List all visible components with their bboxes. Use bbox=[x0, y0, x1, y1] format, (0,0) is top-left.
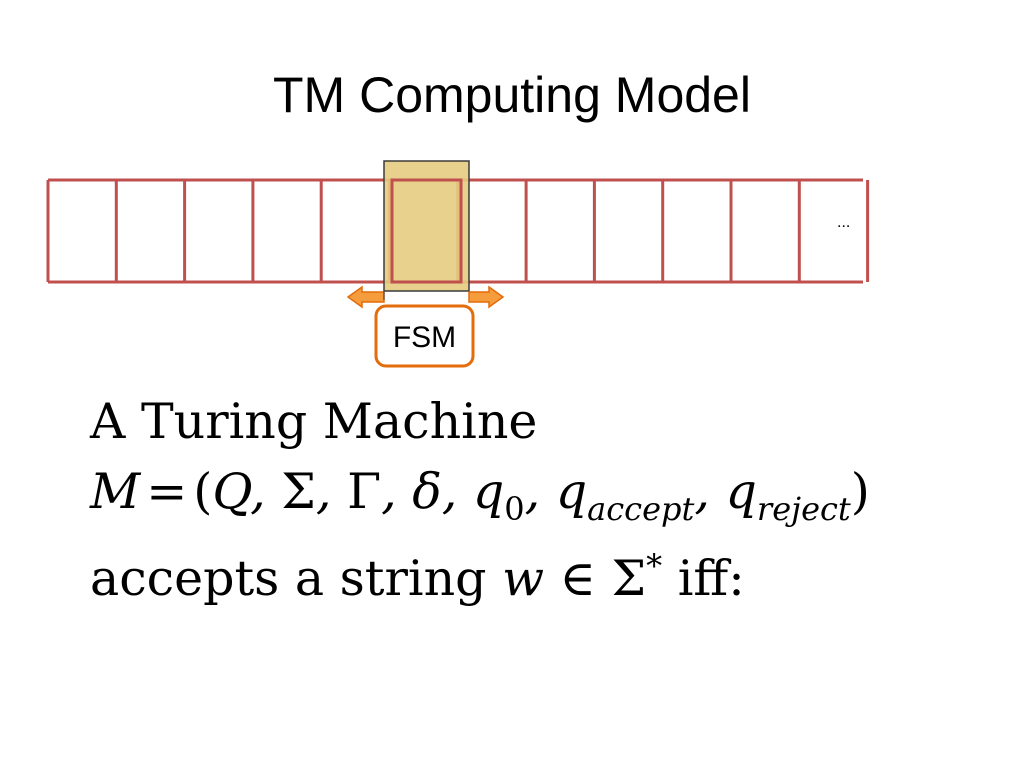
formula-delta: δ bbox=[412, 463, 442, 520]
formula-Gamma: Γ bbox=[347, 463, 382, 520]
formula-M: M bbox=[90, 463, 141, 520]
turing-machine-heading: A Turing Machine bbox=[90, 393, 538, 450]
formula-comma: , bbox=[381, 463, 397, 520]
formula-comma: , bbox=[524, 463, 541, 520]
element-of-symbol: ∈ bbox=[559, 550, 596, 607]
formula-Q: Q bbox=[212, 463, 251, 520]
head-cell bbox=[390, 178, 463, 284]
formula-q-accept: qaccept bbox=[555, 463, 695, 528]
formula-open: ( bbox=[193, 463, 213, 520]
var-w: w bbox=[502, 550, 545, 607]
tape-ellipsis: ··· bbox=[837, 219, 850, 235]
tm-definition-formula: M=(Q, Σ, Γ, δ, q0, qaccept, qreject) bbox=[90, 462, 870, 539]
formula-q0: q0 bbox=[472, 463, 525, 528]
formula-comma: , bbox=[250, 463, 266, 520]
slide-title: TM Computing Model bbox=[273, 67, 751, 123]
accepts-text: accepts a string bbox=[90, 550, 487, 607]
formula-comma: , bbox=[694, 463, 710, 520]
acceptance-condition: accepts a string w ∈ Σ* iff: bbox=[90, 536, 745, 609]
fsm-label: FSM bbox=[393, 321, 456, 354]
formula-Sigma: Σ bbox=[281, 463, 316, 520]
formula-comma: , bbox=[441, 463, 458, 520]
formula-eq: = bbox=[146, 463, 188, 520]
formula-close: ) bbox=[850, 463, 870, 520]
fsm-box: FSM bbox=[374, 304, 475, 368]
move-right-arrow-icon bbox=[468, 285, 505, 309]
turing-machine-diagram: FSM ··· bbox=[46, 160, 870, 368]
formula-comma: , bbox=[315, 463, 332, 520]
formula-q-reject: qreject bbox=[725, 463, 851, 528]
tape-head bbox=[383, 160, 470, 292]
iff-text: iff: bbox=[677, 550, 745, 607]
sigma-star: Σ* bbox=[611, 547, 663, 607]
move-left-arrow-icon bbox=[346, 285, 385, 309]
tape bbox=[46, 178, 870, 284]
